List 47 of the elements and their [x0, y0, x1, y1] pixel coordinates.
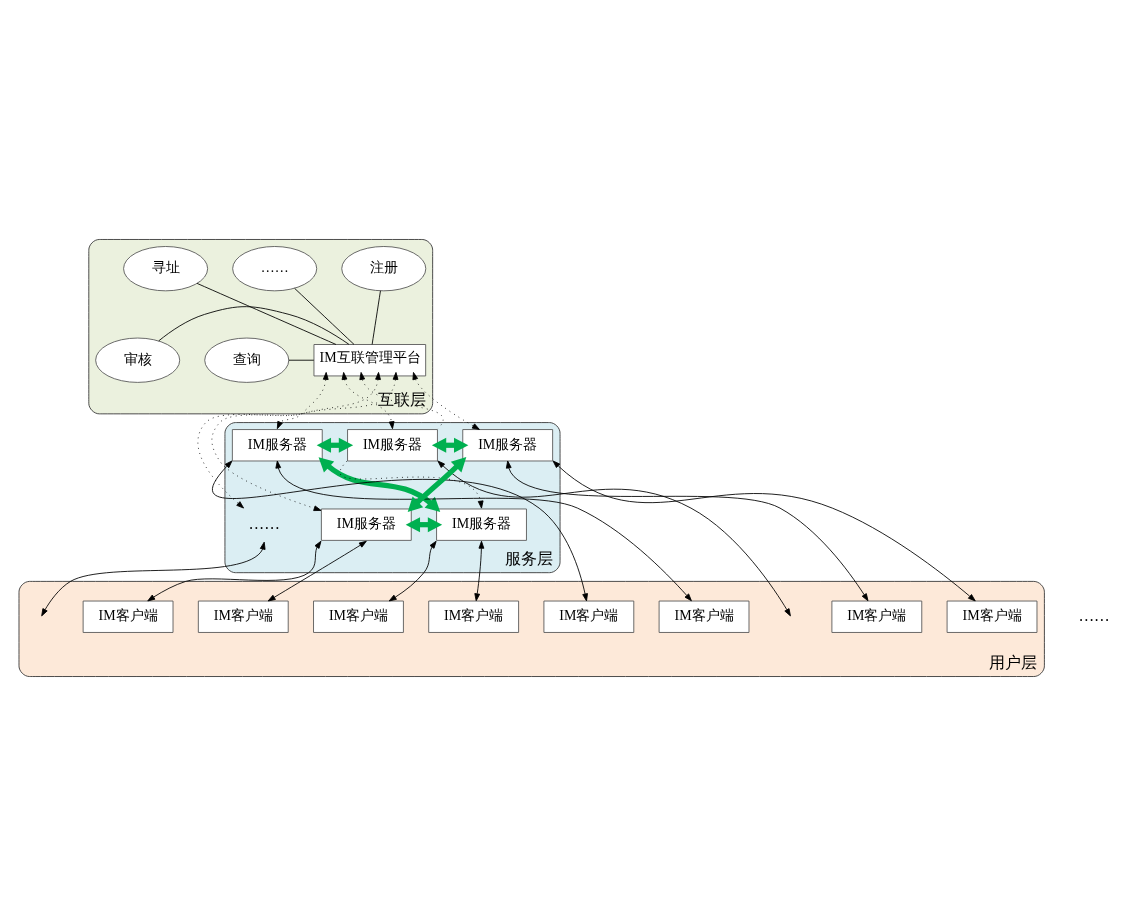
node-box: IM客户端: [543, 600, 635, 633]
node-ellipse: 注册: [341, 246, 427, 292]
node-text: ……: [248, 514, 280, 532]
arrow: [316, 437, 354, 453]
node-ellipse: ……: [232, 246, 318, 292]
arrow: [213, 460, 588, 602]
connector: [294, 287, 355, 345]
node-box: IM服务器: [436, 508, 527, 541]
arrow: [275, 460, 692, 602]
node-box: IM互联管理平台: [313, 344, 427, 377]
arrow: [341, 372, 395, 430]
arrow: [340, 460, 484, 509]
node-box: IM客户端: [946, 600, 1038, 633]
connector: [196, 282, 337, 345]
arrow: [197, 372, 381, 509]
arrow: [211, 372, 399, 512]
node-box: IM客户端: [428, 600, 520, 633]
node-box: IM客户端: [313, 600, 404, 633]
arrow: [276, 372, 329, 430]
arrow: [41, 541, 266, 617]
connector: [288, 359, 315, 361]
label: ……: [1078, 606, 1110, 624]
arrow: [552, 460, 976, 602]
arrow: [267, 540, 367, 602]
arrow: [405, 517, 443, 533]
connector: [158, 306, 350, 345]
arrow: [388, 540, 437, 602]
node-ellipse: 寻址: [123, 246, 209, 292]
arrow: [505, 460, 869, 602]
node-ellipse: 审核: [95, 337, 181, 383]
node-box: IM客户端: [197, 600, 289, 633]
arrow: [318, 457, 441, 512]
node-box: IM客户端: [831, 600, 923, 633]
node-box: IM服务器: [462, 429, 554, 462]
node-box: IM服务器: [231, 429, 323, 462]
arrow: [407, 457, 467, 513]
arrow: [474, 540, 485, 602]
connector: [371, 290, 381, 345]
arrow: [147, 540, 322, 602]
arrow: [412, 372, 480, 430]
node-ellipse: 查询: [204, 337, 290, 383]
arrow: [359, 372, 444, 430]
node-box: IM客户端: [82, 600, 174, 633]
node-box: IM服务器: [347, 429, 438, 462]
node-box: IM客户端: [658, 600, 750, 633]
node-box: IM服务器: [320, 508, 412, 541]
arrow: [431, 437, 469, 453]
